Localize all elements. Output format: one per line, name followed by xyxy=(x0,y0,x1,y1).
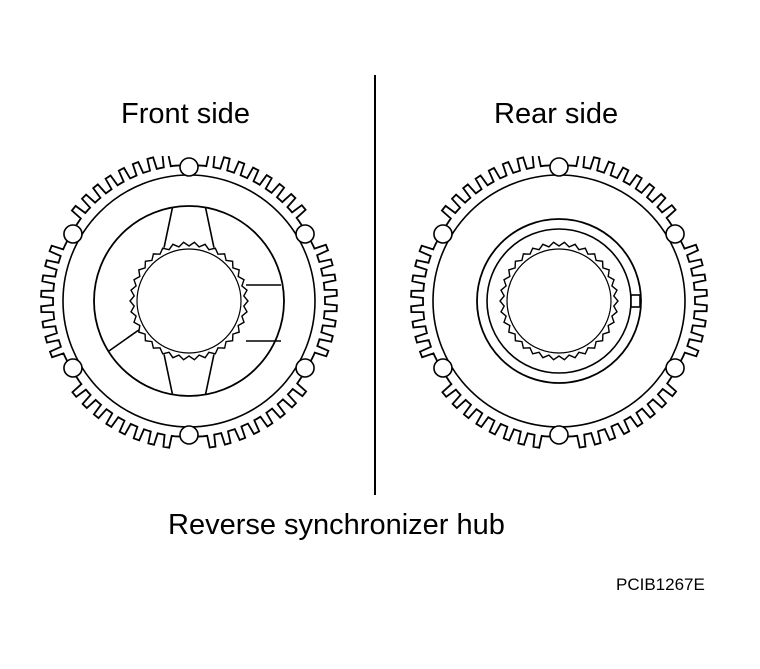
key-slot-5 xyxy=(433,358,453,378)
key-slot-3 xyxy=(665,358,685,378)
bore-edge xyxy=(506,248,612,354)
boss-ring xyxy=(93,205,285,397)
web-line-2 xyxy=(204,207,215,248)
web-line-5 xyxy=(107,329,140,352)
splined-bore xyxy=(499,241,619,361)
key-slot-1 xyxy=(549,157,569,177)
web-line-4 xyxy=(204,354,215,395)
key-slot-3 xyxy=(295,358,315,378)
boss-ring xyxy=(476,218,642,384)
key-slot-4 xyxy=(549,425,569,445)
rear-side-hub-drawing xyxy=(410,156,708,449)
locating-tab xyxy=(630,294,641,308)
key-slot-6 xyxy=(433,224,453,244)
web-line-1 xyxy=(163,207,174,248)
key-slot-4 xyxy=(179,425,199,445)
key-slot-6 xyxy=(63,224,83,244)
bore-edge xyxy=(136,248,242,354)
front-side-hub-drawing xyxy=(40,156,338,449)
splined-bore xyxy=(129,241,249,361)
front-side-label: Front side xyxy=(121,98,250,130)
diagram-caption: Reverse synchronizer hub xyxy=(168,509,505,541)
figure-code: PCIB1267E xyxy=(616,575,705,594)
divider-line xyxy=(374,75,376,495)
key-slot-2 xyxy=(665,224,685,244)
key-slot-2 xyxy=(295,224,315,244)
rear-side-label: Rear side xyxy=(494,98,619,130)
web-line-3 xyxy=(163,354,174,395)
key-slot-1 xyxy=(179,157,199,177)
key-slot-5 xyxy=(63,358,83,378)
